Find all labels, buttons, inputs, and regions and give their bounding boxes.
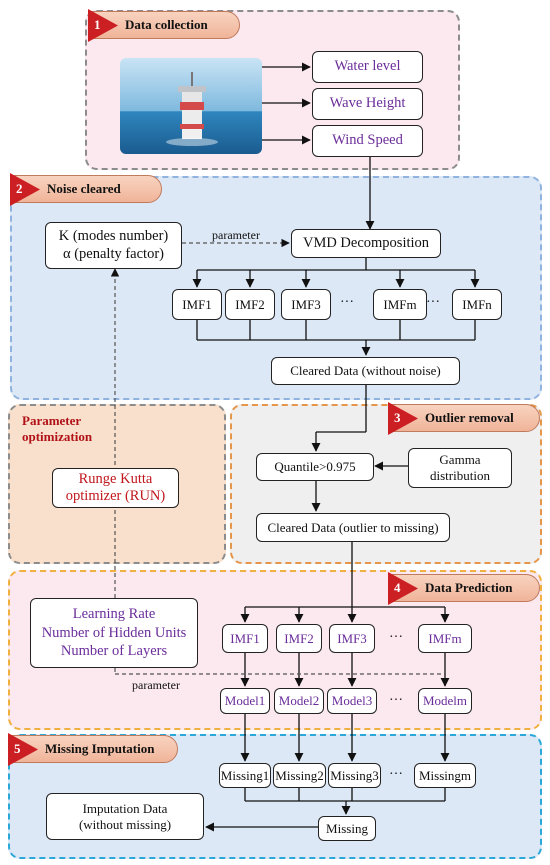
water-level-box: Water level <box>312 51 423 83</box>
learning-rate-text: Learning Rate <box>72 605 156 622</box>
cleared-data-outlier-box: Cleared Data (outlier to missing) <box>256 513 450 542</box>
optimizer-line-1: Runge Kutta <box>78 470 153 487</box>
section-2-badge: 2 Noise cleared <box>10 173 162 206</box>
section-1-badge: 1 Data collection <box>88 9 240 42</box>
imf-box-2: IMF2 <box>225 289 275 320</box>
section-3-badge: 3 Outlier removal <box>388 402 540 435</box>
imf-box-m: IMFm <box>373 289 427 320</box>
missing-box-2: Missing2 <box>273 763 326 788</box>
quantile-threshold-box: Quantile>0.975 <box>256 453 374 481</box>
missing-merge-box: Missing <box>318 816 376 841</box>
hidden-units-text: Number of Hidden Units <box>41 624 187 641</box>
optimizer-line-2: optimizer (RUN) <box>65 488 166 504</box>
missing-box-3: Missing3 <box>328 763 381 788</box>
gamma-line-1: Gamma <box>439 452 481 468</box>
model-box-m: Modelm <box>418 688 472 714</box>
prediction-imf-ellipsis: ··· <box>389 630 403 645</box>
section-5-badge: 5 Missing Imputation <box>8 733 178 766</box>
missing-ellipsis: ··· <box>389 767 403 782</box>
prediction-imf-box-2: IMF2 <box>276 624 322 653</box>
badge-title: Data collection <box>125 17 208 32</box>
vmd-parameters-box: K (modes number) α (penalty factor) <box>45 222 182 269</box>
layers-text: Number of Layers <box>60 643 168 660</box>
prediction-imf-box-1: IMF1 <box>222 624 268 653</box>
modes-number-text: K (modes number) <box>58 228 169 245</box>
imputation-line-2: (without missing) <box>78 816 172 832</box>
imf-box-1: IMF1 <box>172 289 222 320</box>
imf-ellipsis-1: ··· <box>340 295 354 310</box>
imf-box-n: IMFn <box>452 289 502 320</box>
model-box-2: Model2 <box>274 688 324 714</box>
imf-ellipsis-2: ··· <box>426 295 440 310</box>
runge-kutta-optimizer-box: Runge Kutta optimizer (RUN) <box>52 468 179 508</box>
model-box-1: Model1 <box>220 688 270 714</box>
model-box-3: Model3 <box>327 688 377 714</box>
wave-height-box: Wave Height <box>312 88 423 120</box>
missing-box-m: Missingm <box>414 763 476 788</box>
penalty-factor-text: α (penalty factor) <box>63 245 164 262</box>
prediction-imf-box-m: IMFm <box>418 624 472 653</box>
gamma-line-2: distribution <box>430 468 490 483</box>
model-parameter-label: parameter <box>132 678 180 692</box>
badge-title: Missing Imputation <box>45 741 155 756</box>
badge-title: Data Prediction <box>425 580 513 595</box>
gamma-distribution-box: Gamma distribution <box>408 448 512 488</box>
vmd-decomposition-box: VMD Decomposition <box>291 229 441 258</box>
imputation-data-box: Imputation Data (without missing) <box>46 793 204 840</box>
cleared-data-no-noise-box: Cleared Data (without noise) <box>271 357 460 385</box>
badge-title: Outlier removal <box>425 410 514 425</box>
vmd-parameter-label: parameter <box>212 228 260 242</box>
section-4-badge: 4 Data Prediction <box>388 572 540 605</box>
ocean-platform-photo <box>120 58 262 154</box>
parameter-optimization-title: Parameter optimization <box>22 413 93 444</box>
wind-speed-box: Wind Speed <box>312 125 423 157</box>
imputation-line-1: Imputation Data <box>82 800 168 816</box>
model-ellipsis: ··· <box>389 693 403 708</box>
badge-title: Noise cleared <box>47 181 121 196</box>
prediction-imf-box-3: IMF3 <box>329 624 375 653</box>
imf-box-3: IMF3 <box>281 289 331 320</box>
hyperparameters-box: Learning Rate Number of Hidden Units Num… <box>30 598 198 668</box>
missing-box-1: Missing1 <box>219 763 271 788</box>
